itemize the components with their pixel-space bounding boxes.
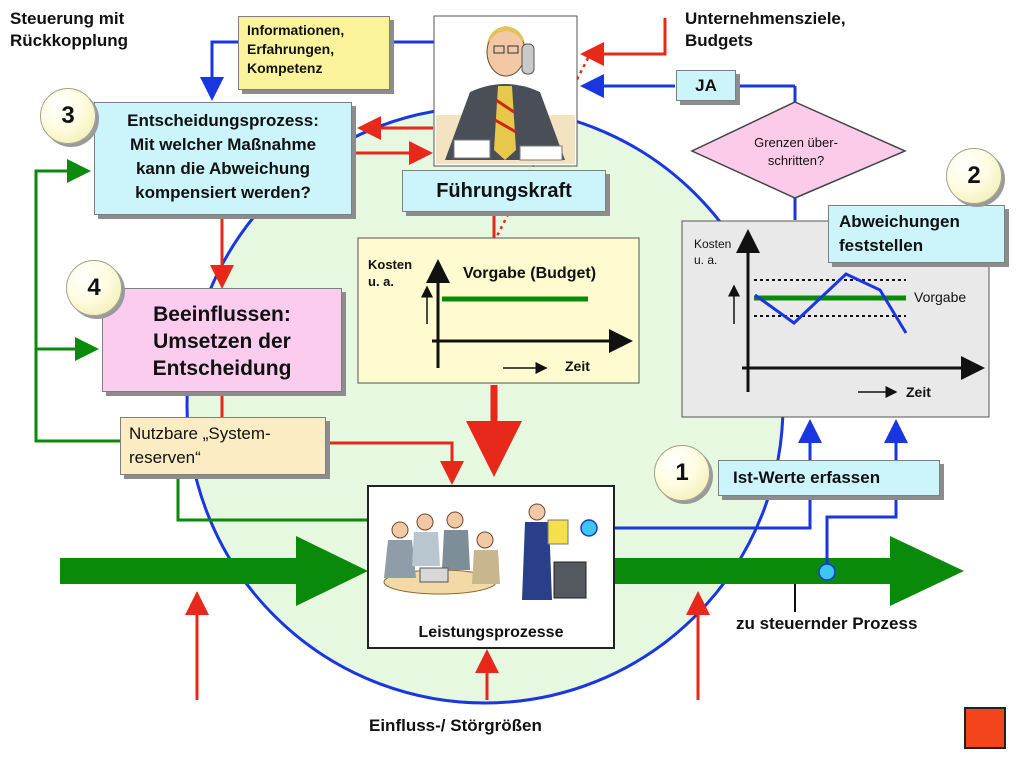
manager-label: Führungskraft <box>402 170 606 212</box>
sensor-dot-1 <box>580 519 598 537</box>
disturbances-label: Einfluss-/ Störgrößen <box>369 716 542 735</box>
decision-label: Grenzen über- schritten? <box>754 135 838 168</box>
red-decision-lines <box>210 18 667 485</box>
green-side-lines <box>34 159 374 522</box>
actual-values-box: Ist-Werte erfassen <box>718 460 940 496</box>
process-box-label: Leistungsprozesse <box>418 624 564 641</box>
stop-button[interactable] <box>964 707 1006 749</box>
goals-label: Unternehmensziele, Budgets <box>685 9 846 50</box>
deviation-chart-target-label: Vorgabe <box>914 289 967 305</box>
main-process-arrow <box>60 536 964 606</box>
step-badge-4: 4 <box>66 260 122 316</box>
step-badge-2: 2 <box>946 148 1002 204</box>
deviation-box: Abweichungen feststellen <box>828 205 1005 263</box>
influence-box: Beeinflussen: Umsetzen der Entscheidung <box>102 288 342 392</box>
budget-chart-xlabel: Zeit <box>565 358 590 374</box>
sensor-dot-2 <box>818 563 836 581</box>
budget-chart-title: Vorgabe (Budget) <box>463 265 597 282</box>
team-illustration <box>383 503 587 600</box>
decision-diamond <box>690 101 907 199</box>
step-badge-1: 1 <box>654 445 710 501</box>
actual-values-line <box>754 272 908 334</box>
budget-chart-ylabel: Kosten u. a. <box>368 257 413 289</box>
reserve-box: Nutzbare „System- reserven“ <box>120 417 326 475</box>
manager-illustration <box>433 15 578 167</box>
info-box: Informationen, Erfahrungen, Kompetenz <box>238 16 390 90</box>
controlled-process-label: zu steuernder Prozess <box>736 614 918 633</box>
decision-process-box: Entscheidungsprozess: Mit welcher Maßnah… <box>94 102 352 215</box>
feedback-title: Steuerung mit Rückkopplung <box>10 9 129 50</box>
budget-chart <box>357 237 640 384</box>
deviation-chart-ylabel: Kosten u. a. <box>694 237 732 267</box>
ja-label: JA <box>676 70 736 101</box>
step-badge-3: 3 <box>40 88 96 144</box>
disturbance-arrows <box>185 591 710 700</box>
deviation-chart-xlabel: Zeit <box>906 384 931 400</box>
